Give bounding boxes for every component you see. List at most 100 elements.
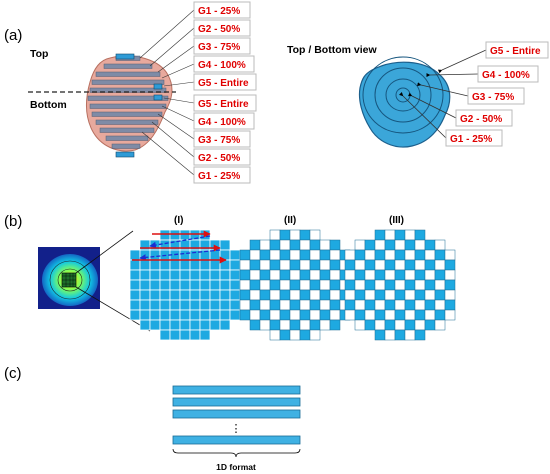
grid-cell [269, 259, 281, 271]
grid-cell [279, 259, 291, 271]
grid-cell [259, 309, 271, 321]
brace [172, 448, 301, 458]
grid-cell [249, 239, 261, 251]
grid-cell [329, 309, 341, 321]
grid-cell [309, 239, 321, 251]
grid-cell [199, 229, 211, 241]
grid-cell [394, 299, 406, 311]
grid-cell [344, 249, 356, 261]
grid-cell [189, 329, 201, 341]
grid-cell [394, 249, 406, 261]
grid-cell [289, 239, 301, 251]
grid-cell [249, 299, 261, 311]
scan-arrow-blue [149, 235, 211, 249]
grid-cell [129, 299, 141, 311]
grid-cell [354, 289, 366, 301]
grid-cell [329, 289, 341, 301]
grid-cell [394, 289, 406, 301]
bottom-level-box [193, 130, 251, 148]
panel-c-label: (c) [4, 365, 22, 382]
top-level-text: G1 - 25% [198, 6, 240, 17]
grid-cell [434, 299, 446, 311]
grid-cell [319, 239, 331, 251]
tissue-slice [105, 135, 149, 141]
grid-cell [279, 309, 291, 321]
grid-cell [239, 309, 251, 321]
grid-cell [229, 249, 241, 261]
tissue-slice [89, 103, 167, 109]
grid-cell [374, 329, 386, 341]
grid-cell [249, 259, 261, 271]
view-level-box [477, 65, 539, 83]
grid-cell [279, 329, 291, 341]
ellipsis: ⋮ [231, 423, 242, 435]
grid-cell [129, 259, 141, 271]
grid-cell [129, 269, 141, 281]
grid-cell [139, 319, 151, 331]
grid-cell [364, 309, 376, 321]
grid-cell [354, 269, 366, 281]
grid-cell [424, 319, 436, 331]
grid-cell [424, 309, 436, 321]
bottom-section-marker [115, 151, 135, 158]
grid-cell [129, 279, 141, 291]
grid-cell [189, 309, 201, 321]
grid-cell [444, 309, 456, 321]
grid-cell [444, 259, 456, 271]
grid-cell [219, 279, 231, 291]
grid-cell [364, 279, 376, 291]
grid-cell [289, 319, 301, 331]
grid-cell [249, 279, 261, 291]
grid-cell [329, 259, 341, 271]
grid-cell [404, 259, 416, 271]
grid-cell [344, 259, 356, 271]
grid-cell [259, 269, 271, 281]
grid-cell [404, 329, 416, 341]
grid-cell [289, 309, 301, 321]
grid-cell [289, 329, 301, 341]
top-level-box [193, 1, 251, 19]
grid-cell [354, 299, 366, 311]
grid-cell [259, 299, 271, 311]
grid-cell [309, 259, 321, 271]
zoom-line-bottom [75, 286, 151, 332]
grid-cell [414, 289, 426, 301]
grid-cell [209, 259, 221, 271]
grid-cell [414, 279, 426, 291]
grid-cell [364, 239, 376, 251]
view-level-box [445, 129, 503, 147]
grid-cell [354, 309, 366, 321]
format-label: 1D format [216, 462, 256, 472]
grid-cell [444, 279, 456, 291]
grid-cell [344, 289, 356, 301]
grid-cell [364, 299, 376, 311]
view-level-box [467, 87, 525, 105]
grid-cell [179, 269, 191, 281]
leader-line [161, 105, 195, 122]
grid-cell [289, 299, 301, 311]
grid-cell [219, 269, 231, 281]
grid-cell [414, 249, 426, 261]
grid-cell [414, 229, 426, 241]
grid-cell [259, 249, 271, 261]
grid-cell [404, 299, 416, 311]
grid-cell [169, 319, 181, 331]
grid-cell [434, 279, 446, 291]
bottom-level-labels: G5 - Entire G4 - 100% G3 - 75% G2 - 50% … [193, 94, 257, 184]
grid-cell [269, 299, 281, 311]
tumor-profile [86, 55, 173, 152]
grid-cell [269, 279, 281, 291]
grid-cell [374, 239, 386, 251]
grid-cell [199, 259, 211, 271]
grid-cell [279, 269, 291, 281]
grid-cell [354, 279, 366, 291]
grid-cell [384, 329, 396, 341]
leader-line [139, 9, 195, 59]
grid-cell [319, 299, 331, 311]
view-level-text: G2 - 50% [460, 114, 502, 125]
leader-lines [139, 9, 195, 176]
grid-cell [219, 239, 231, 251]
grid-cell [269, 329, 281, 341]
grid-cell [404, 249, 416, 261]
grid-cell [309, 319, 321, 331]
